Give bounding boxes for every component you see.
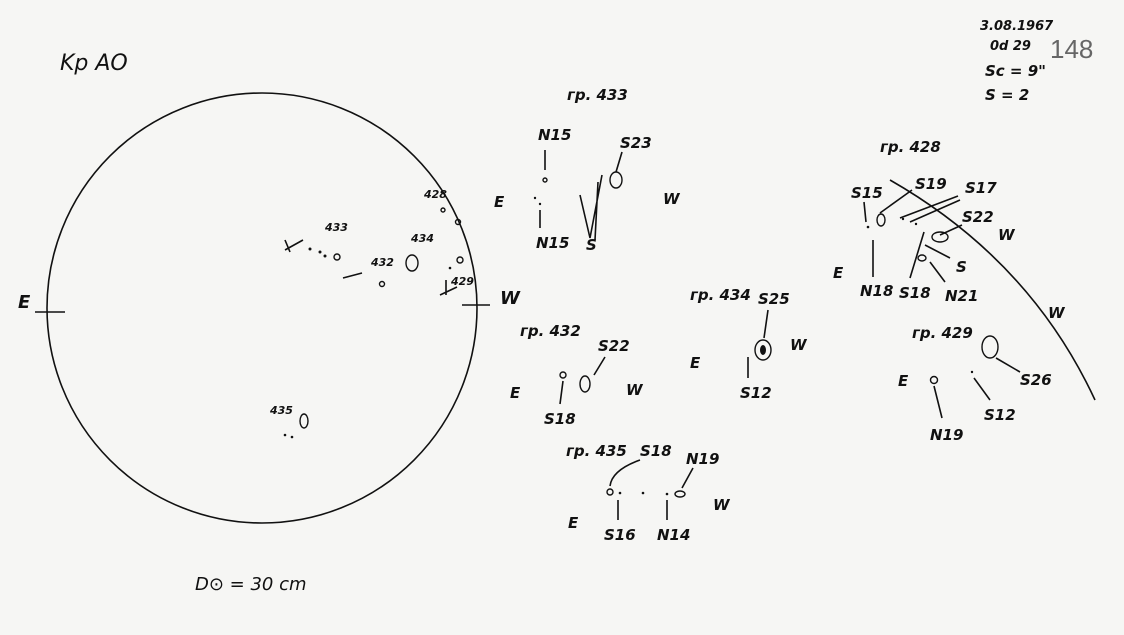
annotation-label: N19	[930, 426, 963, 444]
group-433-detail: гр. 433 N15 S23 N15 S E W	[494, 86, 681, 254]
annotation-label: S17	[965, 179, 997, 197]
disk-outline	[46, 92, 478, 524]
annotation-label: E	[568, 514, 579, 532]
time-label: 0d 29	[990, 39, 1031, 54]
limb-west-label: W	[1048, 304, 1066, 322]
annotation-label: E	[690, 354, 701, 372]
annotation-label: W	[663, 190, 681, 208]
annotation-label: S15	[851, 184, 883, 202]
annotation-label: E	[833, 264, 844, 282]
seeing-label: Sc = 9"	[985, 62, 1046, 80]
annotation-label: S12	[740, 384, 772, 402]
west-label: W	[500, 288, 521, 309]
group-435-detail: гр. 435 S18 N19 S16 N14 E W	[566, 442, 731, 544]
solar-disk: E W 433 432 434 428 429 435 D⊙ = 30 cm	[18, 92, 521, 595]
annotation-label: S25	[758, 290, 790, 308]
annotation-label: S22	[598, 337, 630, 355]
observatory-label: Kp AO	[60, 51, 128, 76]
annotation-label: S22	[962, 208, 994, 226]
annotation-label: S18	[640, 442, 672, 460]
group-title: гр. 429	[912, 324, 973, 342]
annotation-label: S16	[604, 526, 636, 544]
annotation-label: W	[998, 226, 1016, 244]
date-label: 3.08.1967	[980, 19, 1054, 34]
group-429-label: 429	[450, 275, 474, 288]
group-435-label: 435	[269, 404, 293, 417]
annotation-label: S12	[984, 406, 1016, 424]
annotation-label: S	[956, 258, 967, 276]
group-433-label: 433	[324, 221, 348, 234]
group-434-label: 434	[410, 232, 434, 245]
group-432-detail: гр. 432 S22 S18 E W	[510, 322, 644, 428]
diameter-label: D⊙ = 30 cm	[195, 574, 307, 595]
group-title: гр. 433	[567, 86, 628, 104]
annotation-label: W	[713, 496, 731, 514]
annotation-label: S23	[620, 134, 652, 152]
annotation-label: N14	[657, 526, 690, 544]
annotation-label: S19	[915, 175, 947, 193]
annotation-label: N15	[536, 234, 569, 252]
annotation-label: S26	[1020, 371, 1052, 389]
annotation-label: N15	[538, 126, 571, 144]
group-title: гр. 432	[520, 322, 581, 340]
sheet-number: 148	[1050, 34, 1093, 64]
annotation-label: N18	[860, 282, 893, 300]
annotation-label: S18	[899, 284, 931, 302]
annotation-label: N21	[945, 287, 978, 305]
annotation-label: N19	[686, 450, 719, 468]
annotation-label: E	[898, 372, 909, 390]
east-label: E	[18, 292, 31, 313]
annotation-label: S18	[544, 410, 576, 428]
group-428-label: 428	[423, 188, 447, 201]
group-428-detail: гр. 428 S15 S19 S17 S22 S N18 S18 N21 E …	[833, 138, 1096, 401]
annotation-label: W	[626, 381, 644, 399]
group-title: гр. 435	[566, 442, 627, 460]
annotation-label: E	[494, 193, 505, 211]
group-432-label: 432	[370, 256, 394, 269]
group-title: гр. 434	[690, 286, 751, 304]
group-title: гр. 428	[880, 138, 941, 156]
group-434-detail: гр. 434 S25 S12 E W	[690, 286, 808, 402]
s-value-label: S = 2	[985, 86, 1029, 104]
annotation-label: S	[586, 236, 597, 254]
annotation-label: E	[510, 384, 521, 402]
group-429-detail: гр. 429 S26 S12 N19 E	[898, 324, 1052, 444]
annotation-label: W	[790, 336, 808, 354]
